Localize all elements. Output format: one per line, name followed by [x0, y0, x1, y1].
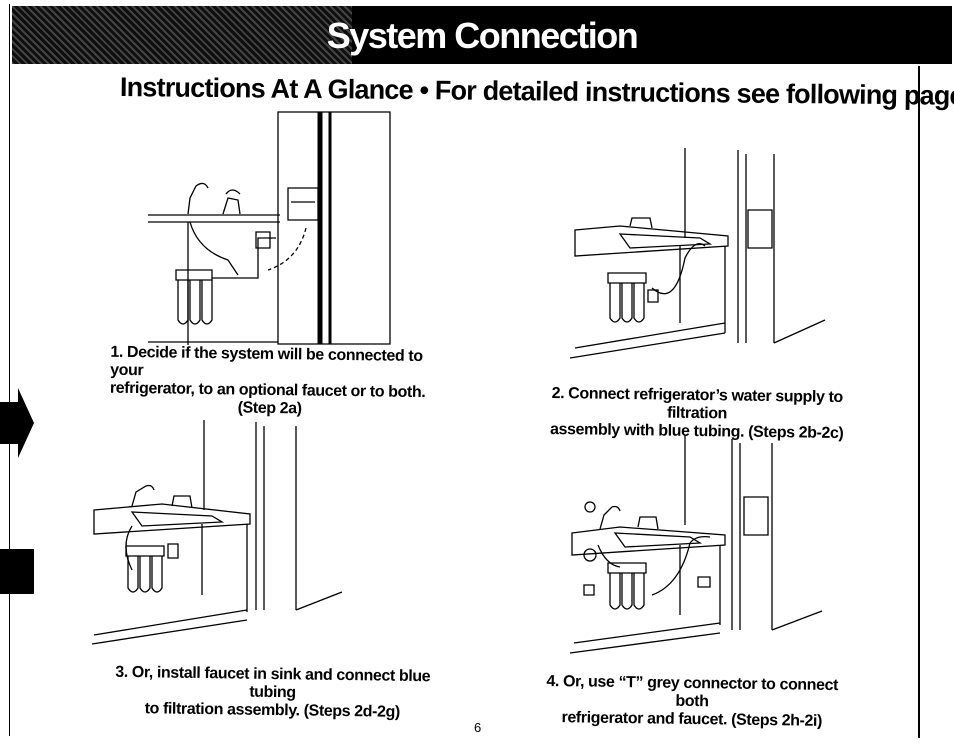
illustration-step-1 — [148, 110, 418, 345]
illustration-step-2 — [560, 148, 830, 378]
step-1-line-3: (Step 2a) — [237, 399, 302, 418]
step-2-line-1: 2. Connect refrigerator’s water supply t… — [551, 384, 843, 423]
step-1-line-1: 1. Decide if the system will be connecte… — [110, 343, 423, 380]
illustration-step-4 — [560, 435, 830, 667]
step-4-line-2: refrigerator and faucet. (Steps 2h-2i) — [561, 709, 823, 730]
title-bar-texture — [12, 6, 352, 64]
step-4-line-1: 4. Or, use “T” grey connector to connect… — [546, 672, 839, 711]
step-1-line-2: refrigerator, to an optional faucet or t… — [109, 379, 426, 402]
section-tab-marker — [0, 549, 34, 594]
section-tab-arrow-icon — [0, 388, 34, 458]
illustration-step-3 — [92, 420, 352, 655]
step-3-line-2: to filtration assembly. (Steps 2d-2g) — [144, 700, 400, 721]
title-bar: System Connection — [12, 6, 952, 64]
step-3-line-1: 3. Or, install faucet in sink and connec… — [115, 663, 431, 702]
page-number: 6 — [474, 720, 482, 735]
step-2-caption: 2. Connect refrigerator’s water supply t… — [527, 385, 868, 444]
step-4-caption: 4. Or, use “T” grey connector to connect… — [532, 673, 853, 731]
page-title: System Connection — [326, 15, 639, 56]
page-subtitle: Instructions At A Glance • For detailed … — [119, 72, 954, 111]
page-border-left — [9, 4, 10, 736]
step-1-caption: 1. Decide if the system will be connecte… — [110, 344, 441, 421]
step-3-caption: 3. Or, install faucet in sink and connec… — [100, 664, 446, 723]
page-border-right — [918, 66, 920, 738]
step-2-line-2: assembly with blue tubing. (Steps 2b-2c) — [549, 420, 844, 443]
